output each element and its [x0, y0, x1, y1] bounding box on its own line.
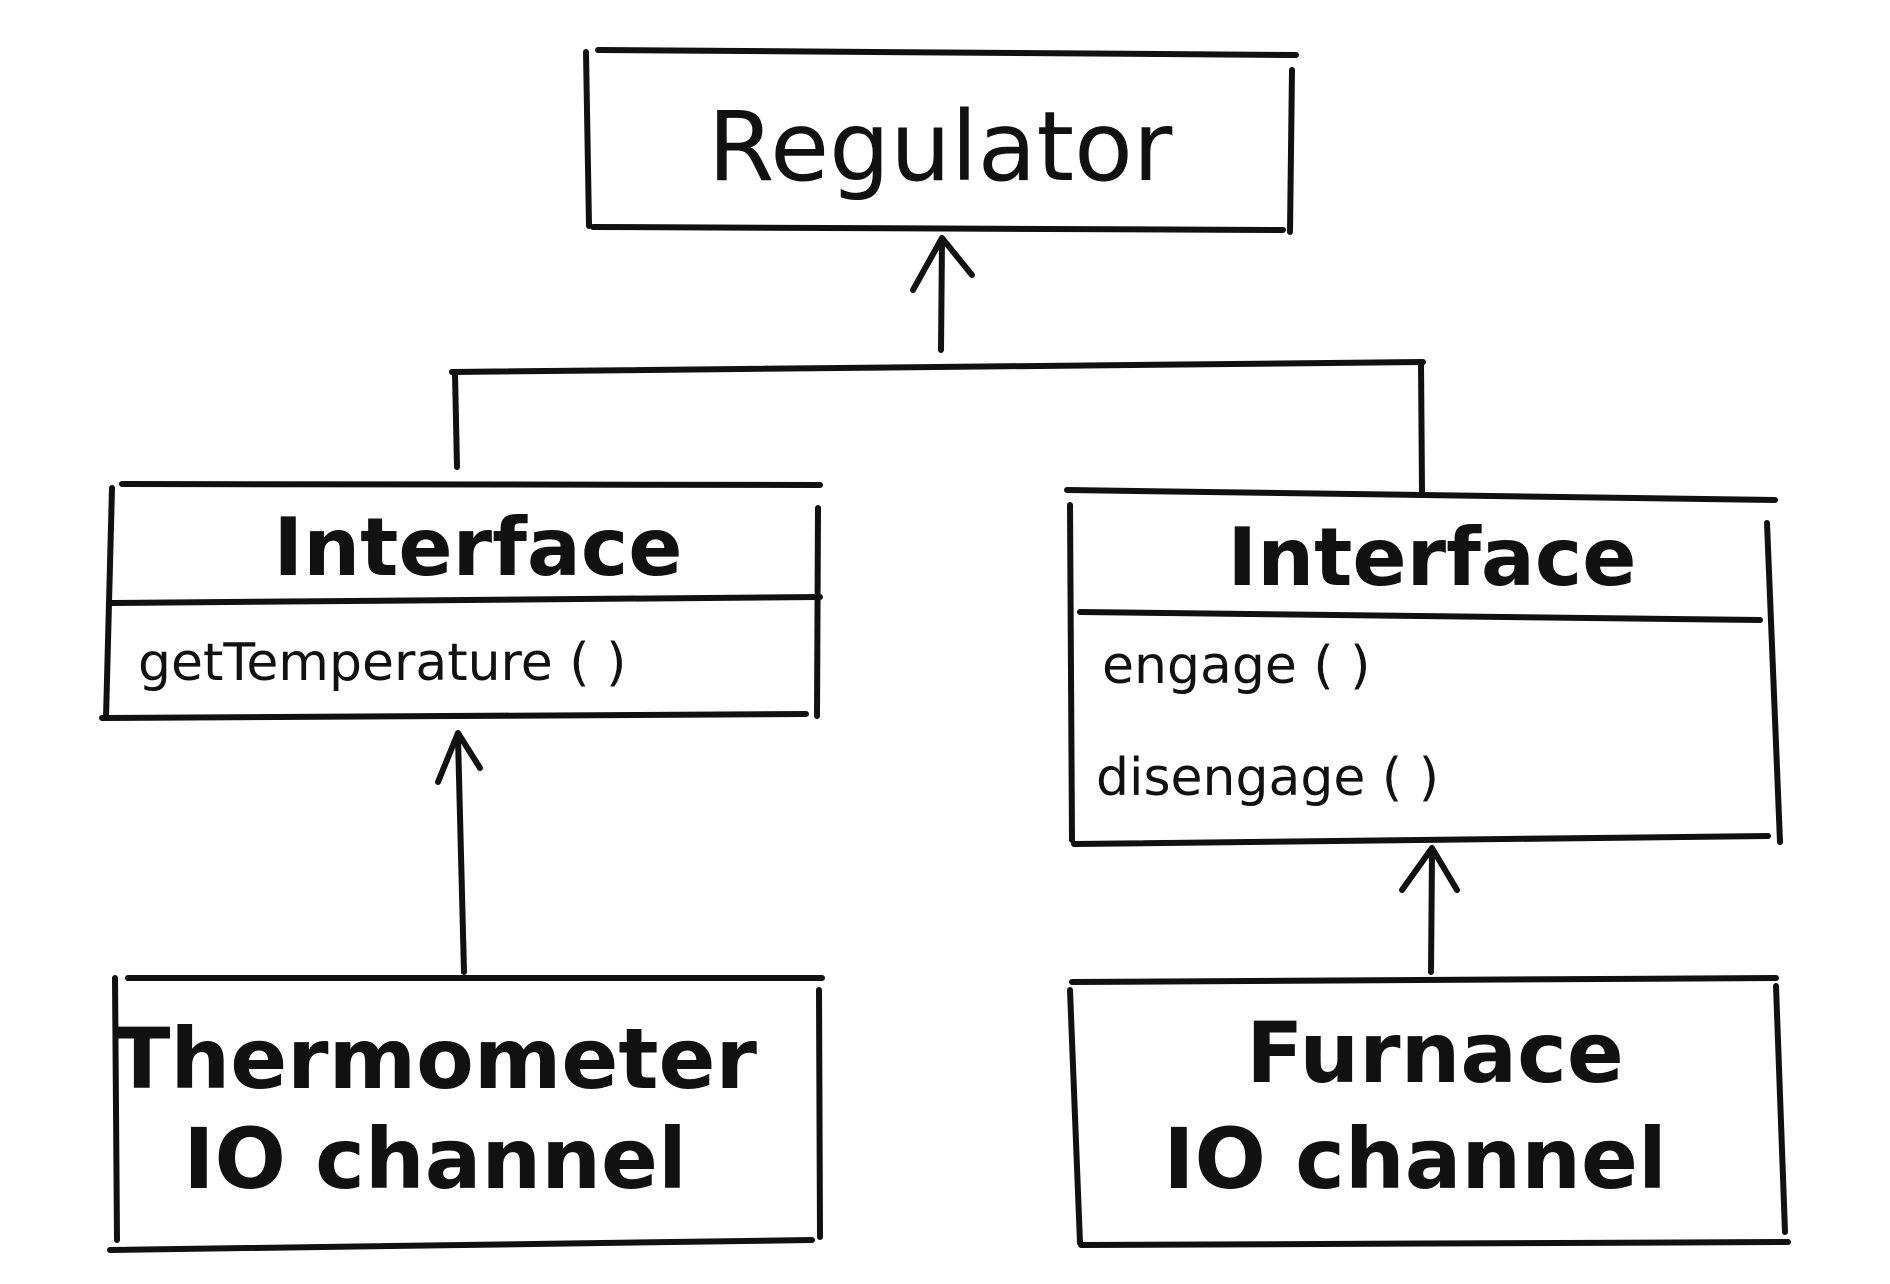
left-interface-box[interactable]: Interface getTemperature ( )	[99, 481, 823, 721]
thermometer-line2: IO channel	[183, 1110, 687, 1208]
regulator-title: Regulator	[708, 91, 1173, 203]
regulator-arrow	[910, 235, 975, 353]
thermometer-arrow	[435, 730, 483, 975]
right-interface-box[interactable]: Interface engage ( ) disengage ( )	[1064, 487, 1783, 847]
furnace-line2: IO channel	[1163, 1110, 1667, 1208]
right-interface-method-disengage: disengage ( )	[1096, 748, 1439, 808]
interface-connector	[449, 359, 1426, 495]
thermometer-line1: Thermometer	[113, 1010, 757, 1108]
left-interface-header: Interface	[273, 501, 682, 594]
furnace-box[interactable]: Furnace IO channel	[1067, 975, 1791, 1248]
right-interface-header: Interface	[1227, 511, 1636, 604]
regulator-box[interactable]: Regulator	[583, 47, 1299, 235]
furnace-arrow	[1399, 845, 1460, 975]
left-interface-method: getTemperature ( )	[138, 633, 626, 693]
right-interface-method-engage: engage ( )	[1102, 636, 1370, 696]
thermometer-box[interactable]: Thermometer IO channel	[107, 975, 825, 1253]
furnace-line1: Furnace	[1246, 1004, 1624, 1102]
